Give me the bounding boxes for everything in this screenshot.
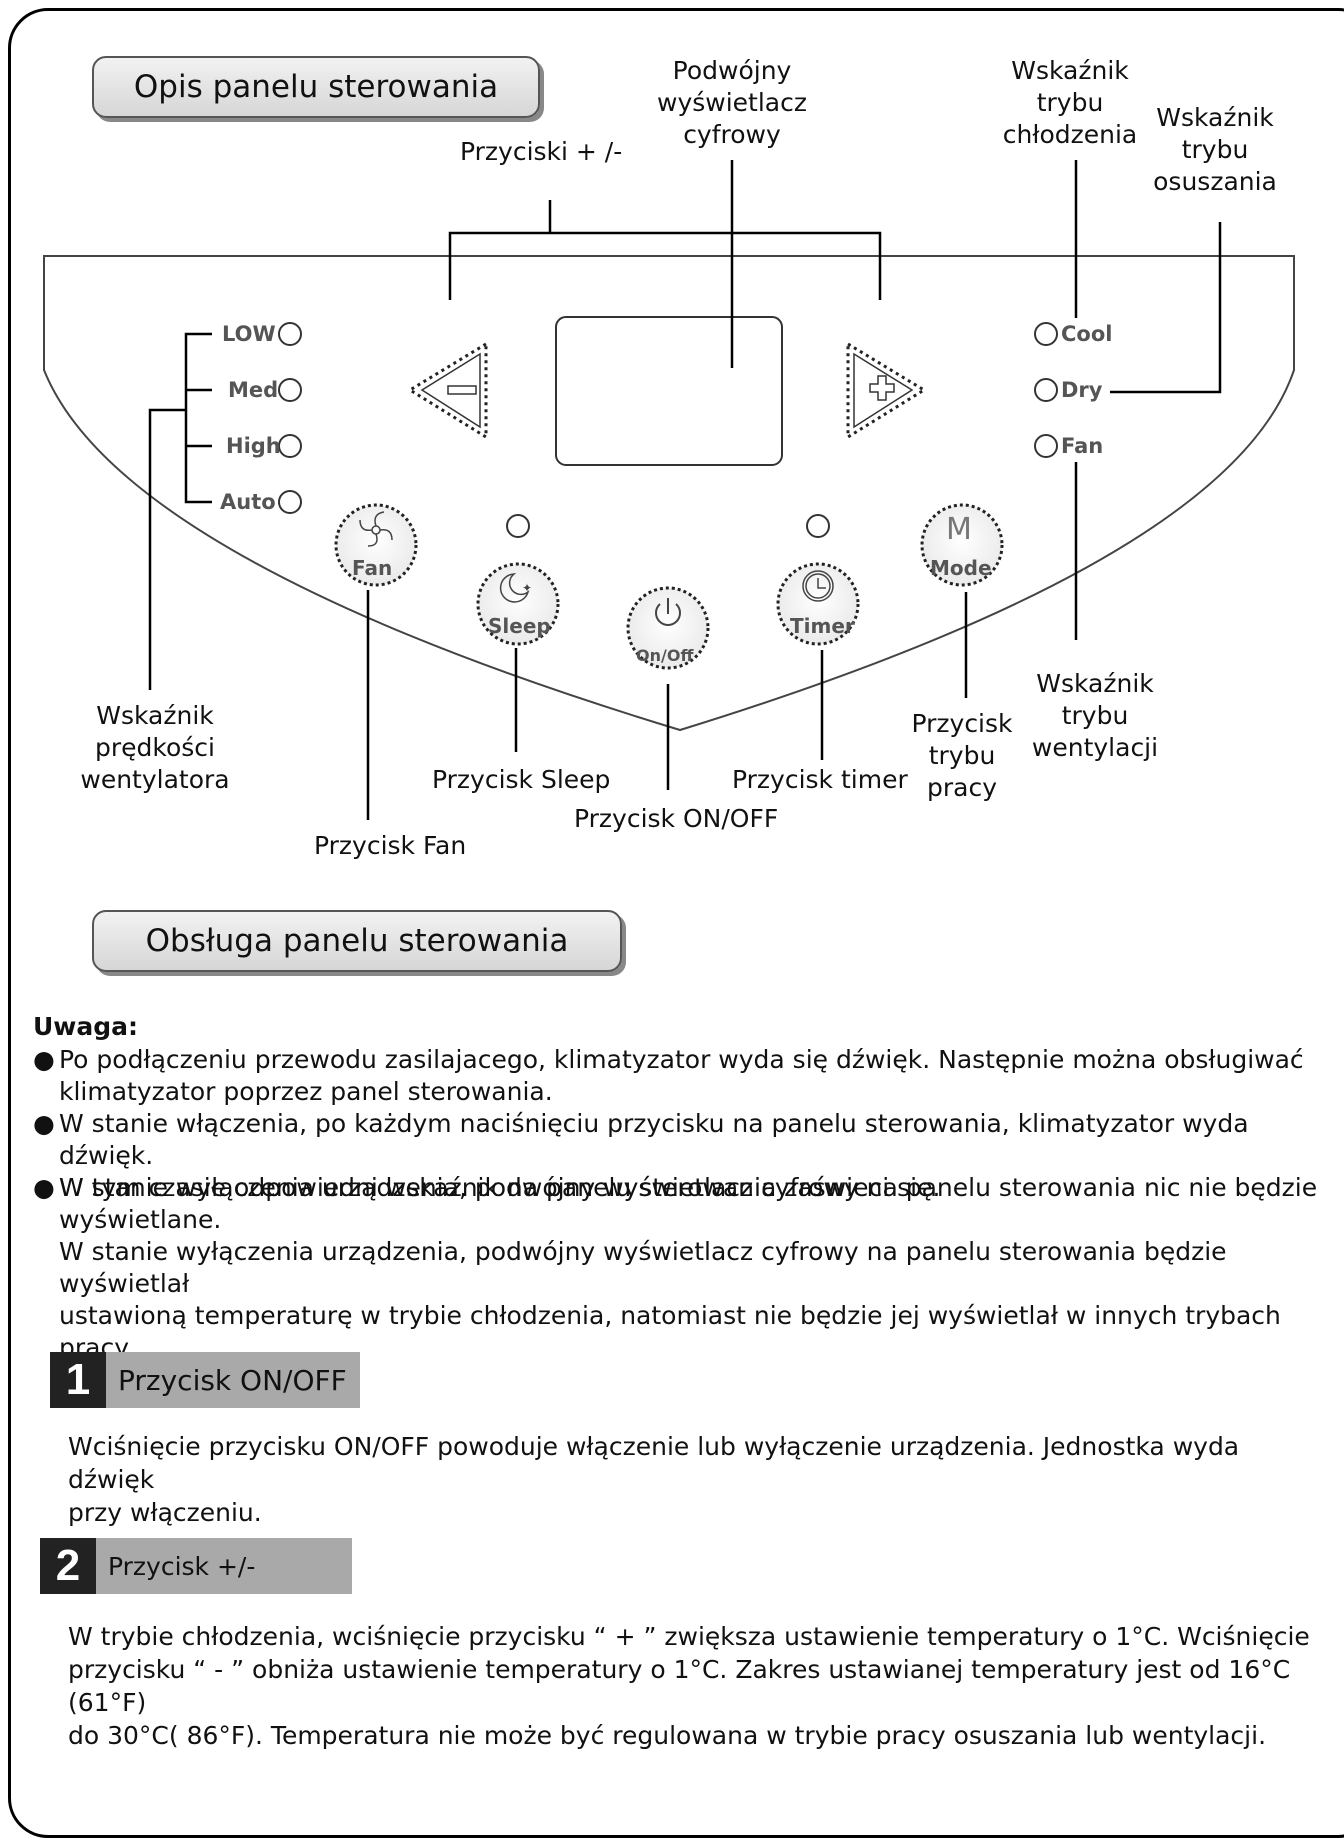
- moon-icon: [499, 573, 530, 603]
- sleep-button-label: Sleep: [488, 614, 551, 638]
- minus-button[interactable]: [407, 341, 488, 440]
- fan-button-label: Fan: [352, 556, 393, 580]
- led-dry: [1034, 378, 1058, 402]
- label-display: Podwójny wyświetlacz cyfrowy: [657, 56, 807, 149]
- section-number: 2: [40, 1538, 96, 1594]
- section-number: 1: [50, 1352, 106, 1408]
- note-title: Uwaga:: [33, 1012, 139, 1041]
- plus-button[interactable]: [846, 341, 927, 440]
- power-icon: [655, 598, 681, 626]
- led-low: [278, 322, 302, 346]
- speed-label-low: LOW: [222, 322, 276, 346]
- callout-line-speed: [148, 332, 212, 690]
- led-cool: [1034, 322, 1058, 346]
- section-2-header: 2 Przycisk +/-: [40, 1538, 352, 1594]
- bullet-icon: ●: [33, 1045, 55, 1074]
- label-sleep-button: Przycisk Sleep: [432, 765, 611, 794]
- speed-label-med: Med: [228, 378, 279, 402]
- onoff-button-label: On/Off: [636, 646, 694, 665]
- led-high: [278, 434, 302, 458]
- section-header-description: Opis panelu sterowania: [92, 56, 540, 118]
- header-title: Opis panelu sterowania: [133, 69, 499, 105]
- led-sleep: [506, 514, 530, 538]
- speed-label-high: High: [226, 434, 281, 458]
- bullet-icon: ●: [33, 1109, 55, 1138]
- label-cool-indicator: Wskaźnik trybu chłodzenia: [1002, 56, 1138, 149]
- timer-button[interactable]: [776, 562, 860, 646]
- note-item: ● W stanie włączenia, po każdym naciśnię…: [33, 1109, 1249, 1202]
- led-auto: [278, 490, 302, 514]
- mode-label-cool: Cool: [1061, 322, 1113, 346]
- header-title: Obsługa panelu sterowania: [145, 923, 569, 959]
- mode-label-fan: Fan: [1061, 434, 1104, 458]
- label-plus-minus: Przyciski + /-: [460, 137, 623, 166]
- section-title: Przycisk ON/OFF: [118, 1363, 347, 1397]
- onoff-button[interactable]: [626, 586, 710, 670]
- clock-icon: [802, 570, 834, 602]
- section-title: Przycisk +/-: [108, 1551, 256, 1581]
- speed-label-auto: Auto: [220, 490, 276, 514]
- label-fan-button: Przycisk Fan: [314, 831, 467, 860]
- mode-icon: M: [946, 512, 972, 547]
- led-med: [278, 378, 302, 402]
- note-item: ● Po podłączeniu przewodu zasilajacego, …: [33, 1045, 1304, 1106]
- led-fan: [1034, 434, 1058, 458]
- section-1-header: 1 Przycisk ON/OFF: [50, 1352, 360, 1408]
- control-panel-diagram: ✦: [43, 160, 1295, 820]
- label-onoff-button: Przycisk ON/OFF: [574, 804, 779, 833]
- section-header-operation: Obsługa panelu sterowania: [92, 910, 622, 972]
- digital-display: [555, 316, 783, 466]
- timer-button-label: Timer: [790, 614, 855, 638]
- section-2-text: W trybie chłodzenia, wciśnięcie przycisk…: [68, 1622, 1310, 1750]
- label-vent-indicator: Wskaźnik trybu wentylacji: [1031, 669, 1159, 762]
- label-timer-button: Przycisk timer: [732, 765, 908, 794]
- section-1-text: Wciśnięcie przycisku ON/OFF powoduje włą…: [68, 1432, 1240, 1527]
- bullet-icon: ●: [33, 1173, 55, 1202]
- fan-button[interactable]: [334, 503, 418, 587]
- label-dry-indicator: Wskaźnik trybu osuszania: [1153, 103, 1277, 196]
- star-icon: ✦: [522, 581, 532, 595]
- mode-button[interactable]: [920, 503, 1004, 587]
- mode-button-label: Mode: [930, 556, 992, 580]
- callout-line-dry: [1110, 222, 1222, 394]
- led-timer: [806, 514, 830, 538]
- fan-icon: [359, 511, 393, 547]
- note-item: ● W stanie wyłączenia urządzenia, podwój…: [33, 1173, 1318, 1362]
- label-mode-button: Przycisk trybu pracy: [911, 709, 1013, 802]
- callout-line-plus-minus: [448, 200, 882, 300]
- sleep-button[interactable]: ✦: [476, 562, 560, 646]
- label-fan-speed-indicator: Wskaźnik prędkości wentylatora: [80, 701, 230, 794]
- mode-label-dry: Dry: [1061, 378, 1103, 402]
- panel-outline: [43, 255, 1295, 732]
